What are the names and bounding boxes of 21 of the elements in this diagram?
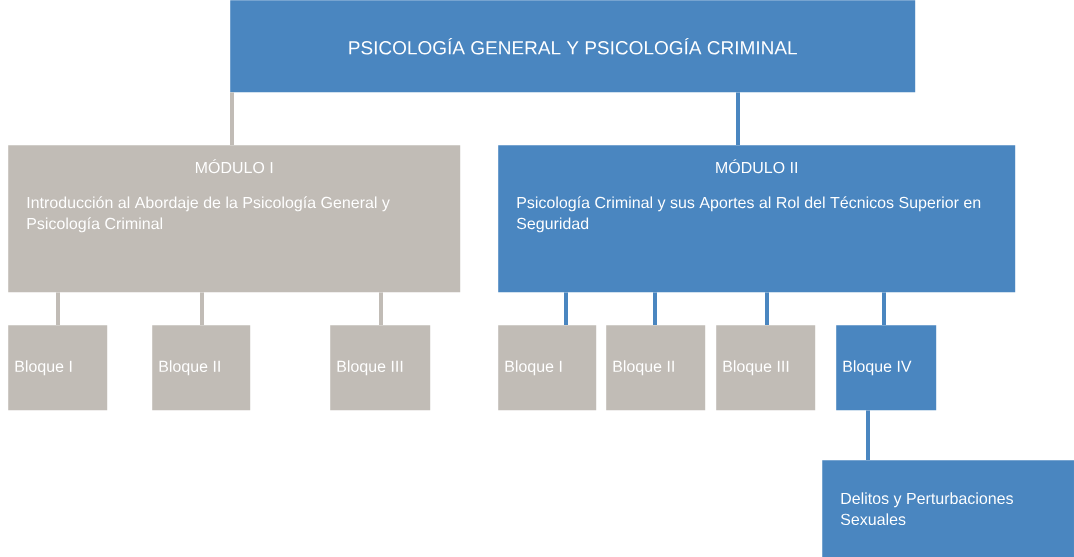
connector-line [736,92,740,145]
block-box: Bloque I [8,325,108,411]
connector-line [379,292,383,325]
block-box: Bloque III [330,325,431,411]
module-box: MÓDULO II Psicología Criminal y sus Aportes al Rol del Técnicos Superior en Seguridad [498,145,1016,293]
connector-line [564,292,568,325]
block-box: Bloque III [716,325,816,411]
block-box: Bloque II [152,325,251,411]
block-box: Bloque IV [836,325,937,411]
block-box: Bloque II [606,325,706,411]
title-box: PSICOLOGÍA GENERAL Y PSICOLOGÍA CRIMINAL [230,0,916,93]
connector-line [230,92,234,145]
connector-line [200,292,204,325]
topic-box: Delitos y Perturbaciones Sexuales [822,460,1074,557]
block-box: Bloque I [498,325,597,411]
module-box: MÓDULO I Introducción al Abordaje de la Psicología General y Psicología Criminal [8,145,461,293]
connector-line [56,292,60,325]
connector-line [866,410,870,460]
connector-line [882,292,886,325]
connector-line [653,292,657,325]
connector-line [765,292,769,325]
